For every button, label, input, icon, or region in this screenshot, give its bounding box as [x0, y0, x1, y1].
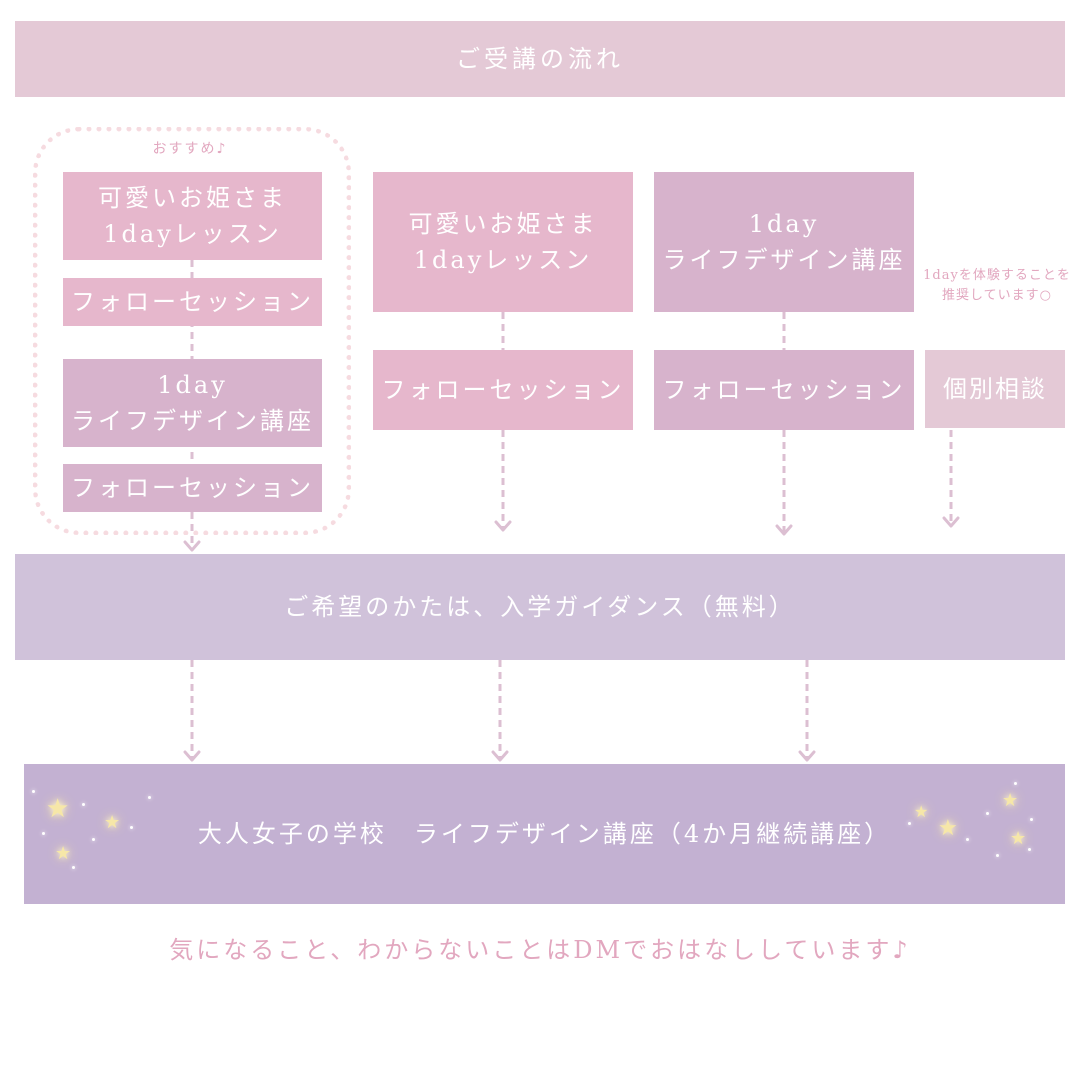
- star-icon: ★: [1002, 790, 1019, 811]
- step-label: ご希望のかたは、入学ガイダンス（無料）: [284, 593, 796, 621]
- sparkle-dot: [986, 812, 989, 815]
- step-label: フォローセッション: [71, 474, 314, 502]
- step-individual-consultation: 個別相談: [925, 350, 1065, 428]
- sparkle-dot: [996, 854, 999, 857]
- step-label: 1day ライフデザイン講座: [71, 371, 314, 435]
- sparkle-dot: [82, 803, 85, 806]
- star-icon: ★: [46, 794, 70, 824]
- arrow-head: [183, 750, 201, 762]
- arrow-head: [775, 524, 793, 536]
- step-princess-lesson: 可愛いお姫さま 1dayレッスン: [63, 172, 322, 260]
- recommendation-note: 1dayを体験することを 推奨しています○: [923, 268, 1071, 304]
- recommend-label: おすすめ♪: [152, 141, 228, 157]
- sparkle-dot: [148, 796, 151, 799]
- sparkle-dot: [42, 832, 45, 835]
- step-follow-session: フォローセッション: [63, 464, 322, 512]
- step-life-design-course: 1day ライフデザイン講座: [63, 359, 322, 447]
- step-label: 個別相談: [943, 375, 1047, 403]
- sparkle-dot: [966, 838, 969, 841]
- sparkle-dot: [92, 838, 95, 841]
- step-label: フォローセッション: [662, 376, 906, 404]
- step-label: 1day ライフデザイン講座: [662, 210, 906, 274]
- star-icon: ★: [914, 802, 929, 821]
- arrow-head: [798, 750, 816, 762]
- sparkle-dot: [130, 826, 133, 829]
- step-label: フォローセッション: [71, 288, 314, 316]
- step-label: 可愛いお姫さま 1dayレッスン: [98, 184, 287, 248]
- sparkle-dot: [1030, 818, 1033, 821]
- footer-message: 気になること、わからないことはDMでおはなししています♪: [169, 936, 911, 964]
- step-label: 可愛いお姫さま 1dayレッスン: [408, 210, 598, 274]
- step-princess-lesson: 可愛いお姫さま 1dayレッスン: [373, 172, 633, 312]
- step-follow-session: フォローセッション: [654, 350, 914, 430]
- star-icon: ★: [55, 843, 72, 864]
- recommended-group-frame: [33, 127, 351, 535]
- sparkle-dot: [1028, 848, 1031, 851]
- step-follow-session: フォローセッション: [373, 350, 633, 430]
- step-label: 大人女子の学校 ライフデザイン講座（4か月継続講座）: [197, 820, 892, 848]
- step-label: フォローセッション: [381, 376, 625, 404]
- sparkle-dot: [908, 822, 911, 825]
- step-life-design-course: 1day ライフデザイン講座: [654, 172, 914, 312]
- star-icon: ★: [1010, 828, 1027, 849]
- sparkle-dot: [32, 790, 35, 793]
- sparkle-dot: [72, 866, 75, 869]
- arrow-head: [942, 516, 960, 528]
- star-icon: ★: [104, 812, 121, 833]
- page-title: ご受講の流れ: [456, 45, 624, 73]
- step-life-design-four-month-course: 大人女子の学校 ライフデザイン講座（4か月継続講座）: [24, 764, 1065, 904]
- arrow-head: [183, 540, 201, 552]
- star-icon: ★: [938, 816, 958, 841]
- header-banner: ご受講の流れ: [15, 21, 1065, 97]
- step-follow-session: フォローセッション: [63, 278, 322, 326]
- arrow-head: [494, 520, 512, 532]
- sparkle-dot: [1014, 782, 1017, 785]
- step-admission-guidance: ご希望のかたは、入学ガイダンス（無料）: [15, 554, 1065, 660]
- arrow-head: [491, 750, 509, 762]
